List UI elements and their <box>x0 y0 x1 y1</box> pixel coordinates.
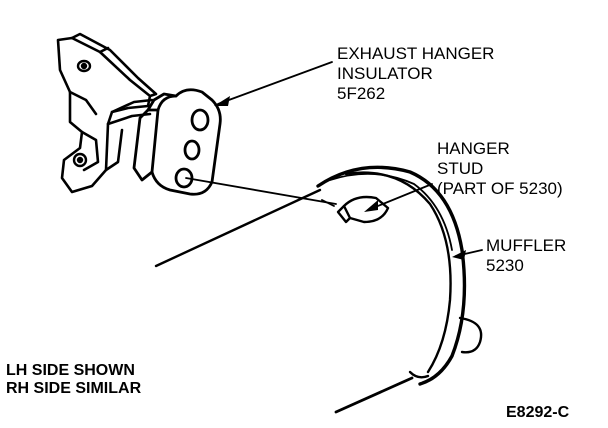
stud-label-line2: STUD <box>437 159 484 178</box>
insulator-leader <box>217 61 333 105</box>
arrowheads <box>214 96 466 260</box>
hanger-stud <box>321 195 390 224</box>
insulator-label-line2: INSULATOR <box>337 64 433 83</box>
stud-label-line1: HANGER <box>437 139 510 158</box>
stud-alignment-line <box>185 177 337 205</box>
muffler-body <box>154 165 483 414</box>
mounting-bracket <box>56 32 158 194</box>
hanger-insulator <box>132 88 222 196</box>
side-note: LH SIDE SHOWN RH SIDE SIMILAR <box>6 362 141 398</box>
stud-part-note: (PART OF 5230) <box>437 179 563 198</box>
muffler-label: MUFFLER 5230 <box>486 236 566 276</box>
insulator-label: EXHAUST HANGER INSULATOR 5F262 <box>337 44 494 104</box>
insulator-label-line1: EXHAUST HANGER <box>337 44 495 63</box>
muffler-arrowhead <box>452 250 466 260</box>
stud-label: HANGER STUD (PART OF 5230) <box>437 139 563 199</box>
side-note-line1: LH SIDE SHOWN <box>6 362 135 379</box>
stud-leader <box>367 183 433 211</box>
insulator-arrowhead <box>214 96 230 106</box>
side-note-line2: RH SIDE SIMILAR <box>6 380 142 397</box>
muffler-label-line1: MUFFLER <box>486 236 567 255</box>
figure-id: E8292-C <box>506 404 570 421</box>
stud-arrowhead <box>364 200 378 212</box>
insulator-part-number: 5F262 <box>337 84 386 103</box>
muffler-part-number: 5230 <box>486 256 524 275</box>
bracket-bolt-holes <box>72 59 92 168</box>
